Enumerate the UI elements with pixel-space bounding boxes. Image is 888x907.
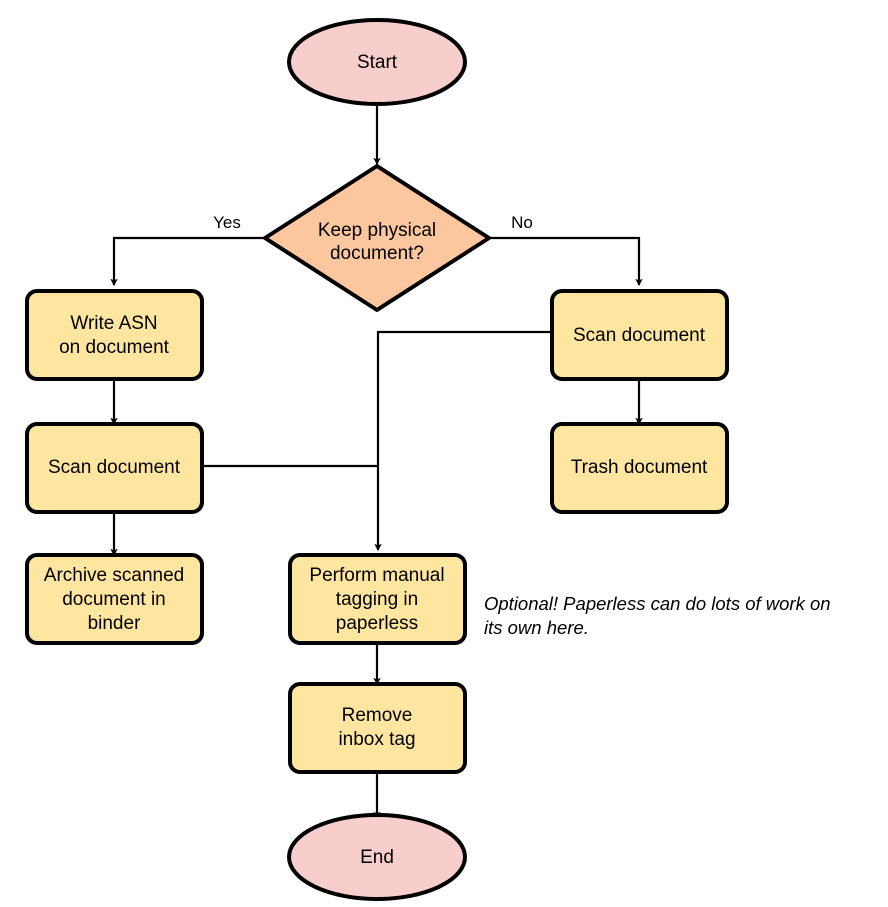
node-decision-keep-physical-document[interactable]: Keep physical document? [263,164,491,312]
tagging-label-line2: tagging in [336,589,418,610]
annotation-optional-note: Optional! Paperless can do lots of work … [484,593,831,638]
trash-document-label: Trash document [571,457,708,478]
decision-diamond[interactable] [263,164,491,312]
tagging-label-line3: paperless [336,613,418,634]
write-asn-box[interactable] [25,289,204,381]
node-end[interactable]: End [287,813,467,901]
node-trash-document[interactable]: Trash document [550,422,729,514]
edge-decision-yes-to-write-asn [110,236,264,287]
scan-document-left-box[interactable] [25,422,204,514]
node-remove-inbox-tag[interactable]: Remove inbox tag [288,682,467,774]
archive-box[interactable] [25,553,204,645]
edge-decision-no-to-scan-right [490,236,643,287]
node-scan-document-left[interactable]: Scan document [25,422,204,514]
decision-label-line1: Keep physical [318,220,436,241]
start-ellipse[interactable] [287,18,467,106]
node-scan-document-right[interactable]: Scan document [550,289,729,381]
edge-label-yes: Yes [213,213,241,232]
start-label: Start [357,52,398,73]
archive-label-line2: document in [62,589,166,610]
end-ellipse[interactable] [287,813,467,901]
node-archive-scanned-document[interactable]: Archive scanned document in binder [25,553,204,645]
write-asn-label-line2: on document [59,337,170,358]
scan-document-right-label: Scan document [573,325,706,346]
optional-note-line1: Optional! Paperless can do lots of work … [484,593,831,614]
scan-document-right-box[interactable] [550,289,729,381]
remove-inbox-tag-box[interactable] [288,682,467,774]
node-write-asn-on-document[interactable]: Write ASN on document [25,289,204,381]
tagging-label-line1: Perform manual [309,565,444,586]
remove-inbox-label-line2: inbox tag [338,729,415,750]
write-asn-label-line1: Write ASN [70,313,157,334]
node-perform-manual-tagging[interactable]: Perform manual tagging in paperless [288,553,467,645]
node-start[interactable]: Start [287,18,467,106]
remove-inbox-label-line1: Remove [342,705,413,726]
edge-label-no: No [511,213,533,232]
trash-document-box[interactable] [550,422,729,514]
scan-document-left-label: Scan document [48,457,181,478]
archive-label-line3: binder [88,613,141,634]
decision-label-line2: document? [330,243,424,264]
tagging-box[interactable] [288,553,467,645]
archive-label-line1: Archive scanned [44,565,184,586]
edge-scan-right-to-tagging [374,330,552,552]
end-label: End [360,847,394,868]
edges-layer [110,105,643,820]
optional-note-line2: its own here. [484,617,589,638]
